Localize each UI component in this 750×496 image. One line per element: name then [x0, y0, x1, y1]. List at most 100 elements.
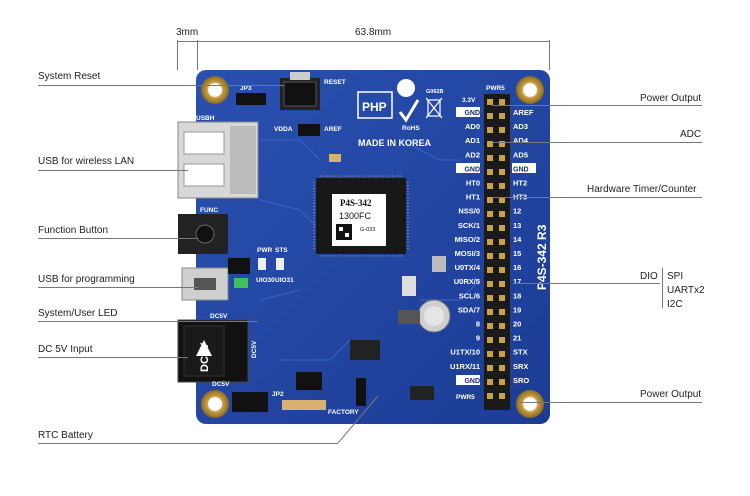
- pin-label-right: 16: [513, 263, 521, 272]
- pin-labels-right: AREFAD3AD4AD5GNDHT2HT3121314151617181920…: [513, 108, 534, 385]
- pin-label-left: 9: [476, 334, 480, 343]
- pin-label-right: 21: [513, 334, 521, 343]
- pin-label-left: GND: [464, 378, 480, 385]
- silk-jp2: JP2: [272, 391, 284, 398]
- dimension-63-8mm: 63.8mm: [355, 27, 392, 38]
- pin-label-right: HT2: [513, 179, 527, 188]
- silk-pwr: PWR: [257, 247, 272, 254]
- callout-dio: DIO: [640, 271, 658, 282]
- leader-system-user-led: [38, 321, 258, 322]
- dimension-3mm: 3mm: [176, 27, 199, 38]
- silk-dc5v-c: DC5V: [212, 381, 230, 388]
- dim-tick-mid: [197, 40, 198, 70]
- callout-usb-programming: USB for programming: [38, 274, 135, 285]
- leader-power-output-bottom: [520, 402, 702, 403]
- pin-label-left: AD0: [465, 122, 480, 131]
- pin-label-right: SRX: [513, 362, 528, 371]
- silk-pwr5-top: PWR5: [486, 85, 505, 92]
- chip-line2: 1300FC: [339, 211, 372, 221]
- silk-php: PHP: [362, 100, 387, 114]
- chip-code: G-033: [360, 227, 375, 233]
- pin-label-left: SCL/6: [459, 291, 480, 300]
- pin-label-right: SRO: [513, 376, 529, 385]
- callout-function-button: Function Button: [38, 225, 109, 236]
- callout-system-reset: System Reset: [38, 71, 101, 82]
- pin-label-right: 15: [513, 249, 521, 258]
- pin-label-right: GND: [513, 166, 529, 173]
- pin-label-left: U0TX/4: [455, 263, 481, 272]
- silk-cert: G062B: [426, 89, 443, 95]
- pin-label-left: AD1: [465, 136, 480, 145]
- silk-aref: AREF: [324, 126, 342, 133]
- pin-label-left: SDA/7: [458, 305, 480, 314]
- silk-rohs: RoHS: [402, 125, 420, 132]
- pin-label-right: STX: [513, 348, 528, 357]
- pin-label-right: 18: [513, 291, 521, 300]
- pin-label-left: HT1: [466, 193, 480, 202]
- silk-factory: FACTORY: [328, 409, 359, 416]
- leader-power-output-top: [492, 105, 702, 106]
- silk-usbh: USBH: [196, 115, 215, 122]
- leader-dio: [514, 283, 660, 284]
- leader-usb-programming: [38, 287, 198, 288]
- callout-dc-5v-input: DC 5V Input: [38, 344, 93, 355]
- leader-dc-5v-input: [38, 357, 188, 358]
- silk-pwr5-bottom: PWR5: [456, 394, 475, 401]
- callout-dio-uart: UARTx2: [667, 285, 705, 296]
- leader-adc: [492, 142, 702, 143]
- dim-line-left: [177, 41, 197, 42]
- dio-bracket: [662, 268, 663, 308]
- pin-label-left: U0RX/5: [454, 277, 480, 286]
- leader-hw-timer: [492, 197, 702, 198]
- mount-hole-tl: [201, 76, 229, 104]
- pin-label-left: AD2: [465, 150, 480, 159]
- board-model: P4S-342 R3: [535, 224, 549, 290]
- silk-dc5v-b: DC5V: [251, 340, 258, 358]
- silk-dc5v-a: DC5V: [210, 313, 228, 320]
- pin-header-pins: [487, 99, 505, 399]
- pin-label-left: SCK/1: [458, 221, 480, 230]
- pin-label-left: HT0: [466, 179, 480, 188]
- silk-uio30: UIO30: [256, 277, 275, 284]
- pin-label-right: 14: [513, 235, 522, 244]
- leader-usb-wireless-lan: [38, 170, 188, 171]
- dim-tick-left: [177, 40, 178, 70]
- silk-jp3: JP3: [240, 85, 252, 92]
- dim-tick-right: [549, 40, 550, 70]
- pin-label-left: U1RX/11: [450, 362, 480, 371]
- silk-func: FUNC: [200, 207, 218, 214]
- silk-made-in: MADE IN KOREA: [358, 138, 432, 148]
- chip-line1: P4S-342: [340, 198, 372, 208]
- callout-usb-wireless-lan: USB for wireless LAN: [38, 156, 135, 167]
- silk-dc5v-jack: DC5V: [199, 342, 211, 372]
- pin-label-left: 8: [476, 320, 480, 329]
- callout-hw-timer: Hardware Timer/Counter: [587, 184, 697, 195]
- callout-dio-i2c: I2C: [667, 299, 683, 310]
- pin-label-right: AD3: [513, 122, 528, 131]
- pin-label-left: GND: [464, 110, 480, 117]
- pin-label-right: 17: [513, 277, 521, 286]
- pin-label-left: MOSI/3: [455, 249, 480, 258]
- silk-reset: RESET: [324, 79, 346, 86]
- leader-system-reset: [38, 85, 284, 86]
- silk-3v3: 3.3V: [462, 97, 476, 104]
- callout-power-output-top: Power Output: [640, 93, 702, 104]
- callout-rtc-battery: RTC Battery: [38, 430, 93, 441]
- pin-label-right: AD4: [513, 136, 529, 145]
- callout-system-user-led: System/User LED: [38, 308, 118, 319]
- pin-label-right: 20: [513, 320, 521, 329]
- pin-label-left: MISO/2: [455, 235, 480, 244]
- silk-uio31: UIO31: [275, 277, 294, 284]
- pin-label-right: 12: [513, 207, 521, 216]
- leader-function-button: [38, 238, 198, 239]
- pin-label-left: NSS/0: [458, 207, 480, 216]
- mount-hole-tr: [516, 76, 544, 104]
- callout-power-output-bottom: Power Output: [640, 389, 702, 400]
- mount-hole-bl: [201, 390, 229, 418]
- leader-rtc-battery: [38, 443, 338, 444]
- pin-label-right: AD5: [513, 150, 528, 159]
- pin-label-right: AREF: [513, 108, 534, 117]
